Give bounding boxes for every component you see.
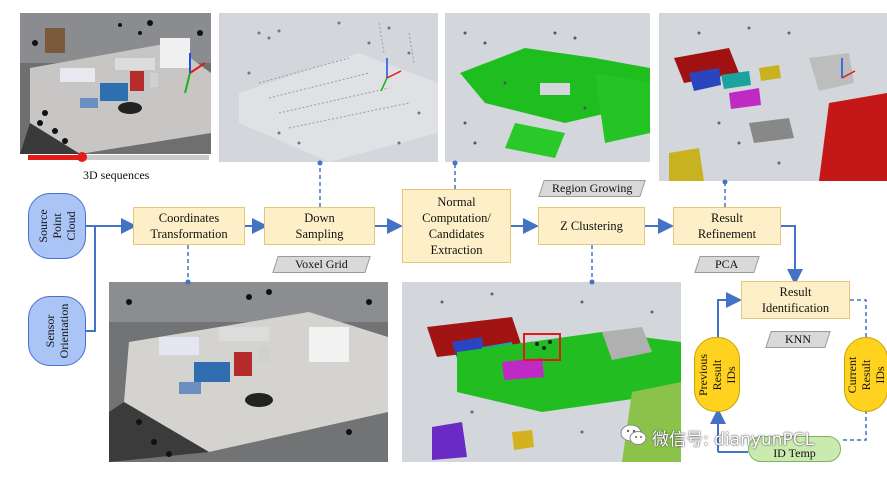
voxel-grid-label: Voxel Grid	[295, 257, 348, 271]
current-result-ids-label: Current Result IDs	[845, 356, 887, 393]
previous-result-ids-label: Previous Result IDs	[696, 353, 738, 396]
normal-candidates-image	[445, 13, 650, 162]
sequences-caption: 3D sequences	[83, 168, 150, 182]
id-temp-store: ID Temp	[748, 436, 841, 462]
region-growing-tag: Region Growing	[538, 180, 646, 197]
voxel-grid-tag: Voxel Grid	[272, 256, 371, 273]
coordinates-transformation-step: Coordinates Transformation	[133, 207, 245, 245]
source-point-cloud-input: Source Point Cloud	[28, 193, 86, 259]
result-refinement-step: Result Refinement	[673, 207, 781, 245]
sequence-progress-track[interactable]	[28, 155, 209, 160]
sensor-orientation-label: Sensor Orientation	[43, 303, 71, 359]
pca-tag: PCA	[694, 256, 760, 273]
id-temp-label: ID Temp	[773, 445, 816, 460]
current-result-ids: Current Result IDs	[844, 337, 887, 412]
knn-tag: KNN	[765, 331, 831, 348]
wechat-watermark: 微信号: dianyunPCL	[652, 430, 815, 450]
z-clustering-step: Z Clustering	[538, 207, 645, 245]
refined-result-image	[659, 13, 887, 181]
sensor-orientation-input: Sensor Orientation	[28, 296, 86, 366]
knn-label: KNN	[785, 332, 811, 346]
previous-result-ids: Previous Result IDs	[694, 337, 740, 412]
down-sampling-step: Down Sampling	[264, 207, 375, 245]
downsampled-cloud-image	[219, 13, 438, 162]
wechat-icon	[620, 424, 648, 446]
region-growing-label: Region Growing	[551, 181, 633, 195]
source-point-cloud-label: Source Point Cloud	[36, 209, 78, 243]
normal-computation-step: Normal Computation/ Candidates Extractio…	[402, 189, 511, 263]
sequence-progress-fill	[28, 155, 82, 160]
result-identification-step: Result Identification	[741, 281, 850, 319]
sequence-progress-handle[interactable]	[77, 152, 87, 162]
scene-photo-top	[20, 13, 211, 154]
transformed-cloud-photo	[109, 282, 388, 462]
pca-label: PCA	[715, 257, 739, 271]
z-clustering-image	[402, 282, 681, 462]
